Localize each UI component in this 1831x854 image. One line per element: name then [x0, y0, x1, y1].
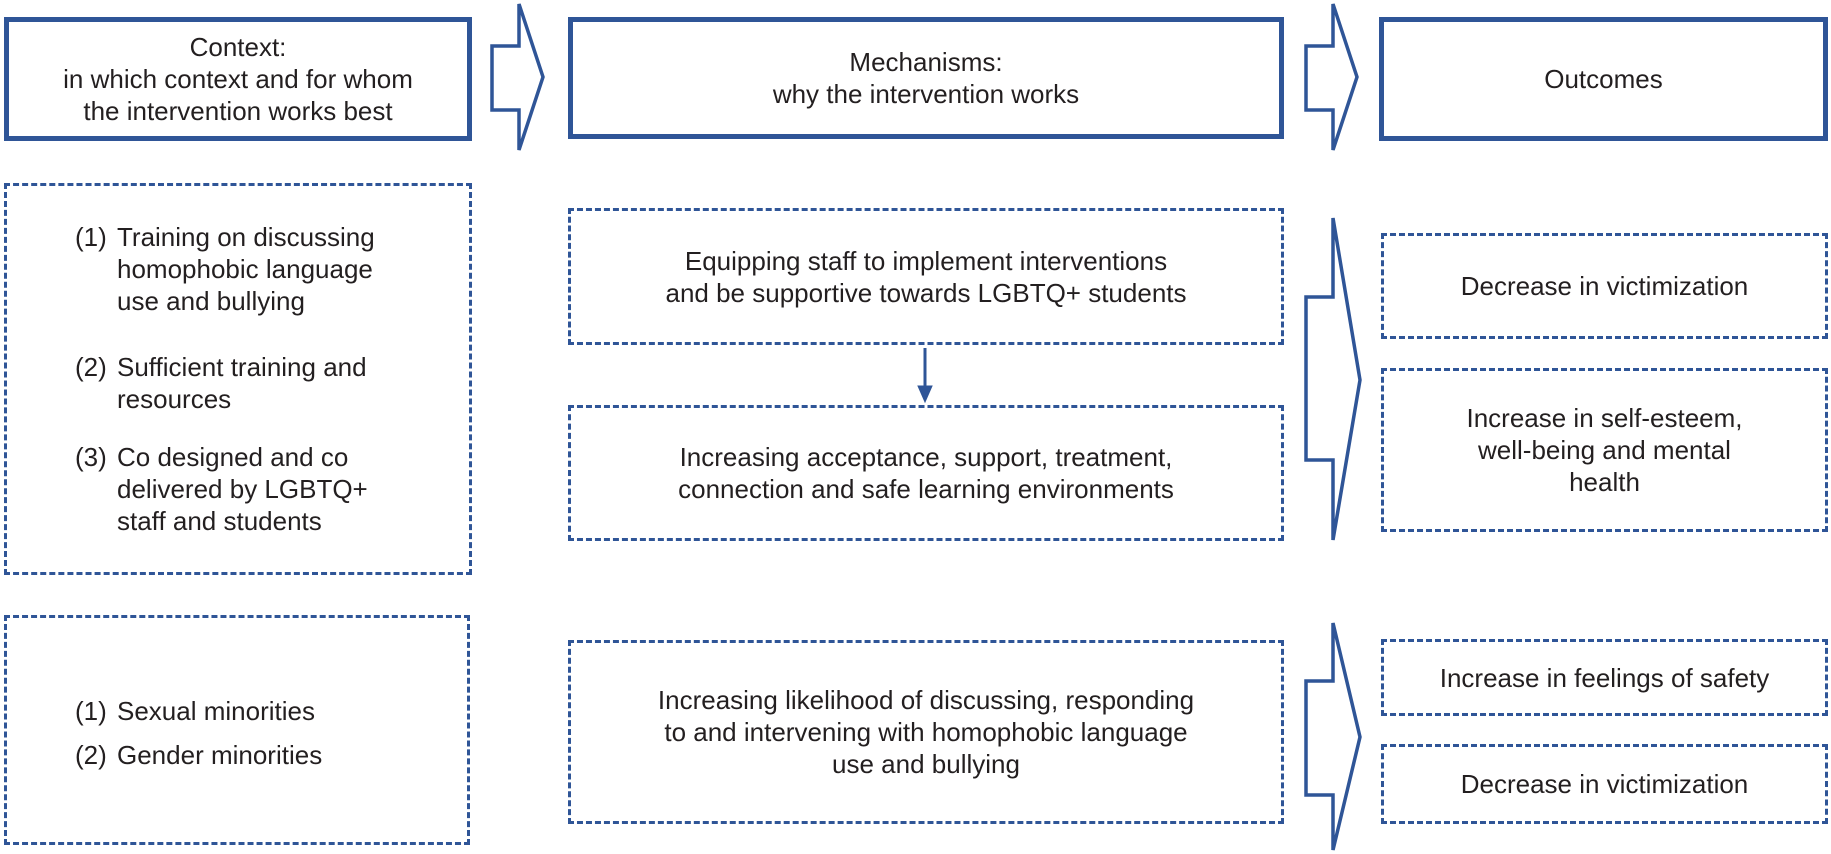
row1-context-box: (1) Training on discussing homophobic la… — [4, 183, 472, 575]
header-arrow-1 — [490, 3, 545, 151]
row1-outcome-box-1: Decrease in victimization — [1381, 233, 1828, 339]
item-number: (1) — [75, 696, 107, 726]
outcomes-header-box: Outcomes — [1379, 17, 1828, 141]
row1-outcome-box-2: Increase in self-esteem, well-being and … — [1381, 368, 1828, 532]
row2-mechanism-box: Increasing likelihood of discussing, res… — [568, 640, 1284, 824]
mechanism-text: Increasing likelihood of discussing, res… — [657, 685, 1195, 779]
outcome-text: Decrease in victimization — [1460, 769, 1749, 799]
item-number: (2) — [75, 740, 107, 770]
row1-mechanism-box-1: Equipping staff to implement interventio… — [568, 208, 1284, 345]
item-number: (2) — [75, 352, 107, 382]
header-arrow-2 — [1304, 3, 1359, 151]
mechanisms-header-text: Mechanisms: why the intervention works — [772, 47, 1080, 109]
row2-outcome-box-1: Increase in feelings of safety — [1381, 639, 1828, 716]
down-arrow — [917, 348, 933, 404]
row2-outcome-box-2: Decrease in victimization — [1381, 744, 1828, 824]
mechanisms-header-box: Mechanisms: why the intervention works — [568, 17, 1284, 139]
context-header-box: Context: in which context and for whom t… — [4, 17, 472, 141]
outcome-text: Decrease in victimization — [1460, 271, 1749, 301]
item-text: Gender minorities — [117, 740, 323, 770]
outcome-text: Increase in self-esteem, well-being and … — [1466, 403, 1743, 497]
outcome-text: Increase in feelings of safety — [1439, 662, 1770, 693]
item-text: Co designed and co delivered by LGBTQ+ s… — [117, 442, 368, 536]
item-text: Sufficient training and resources — [117, 352, 367, 414]
context-header-text: Context: in which context and for whom t… — [63, 32, 413, 126]
outcomes-header-text: Outcomes — [1544, 64, 1663, 94]
row2-big-arrow — [1304, 622, 1362, 851]
mechanism-text: Equipping staff to implement interventio… — [665, 245, 1187, 308]
mechanism-text: Increasing acceptance, support, treatmen… — [678, 442, 1174, 504]
row1-mechanism-box-2: Increasing acceptance, support, treatmen… — [568, 405, 1284, 541]
row1-big-arrow — [1304, 217, 1362, 541]
item-number: (1) — [75, 222, 107, 252]
item-text: Training on discussing homophobic langua… — [117, 222, 375, 316]
item-number: (3) — [75, 442, 107, 472]
row2-context-box: (1) Sexual minorities (2) Gender minorit… — [4, 615, 470, 845]
item-text: Sexual minorities — [117, 696, 315, 726]
